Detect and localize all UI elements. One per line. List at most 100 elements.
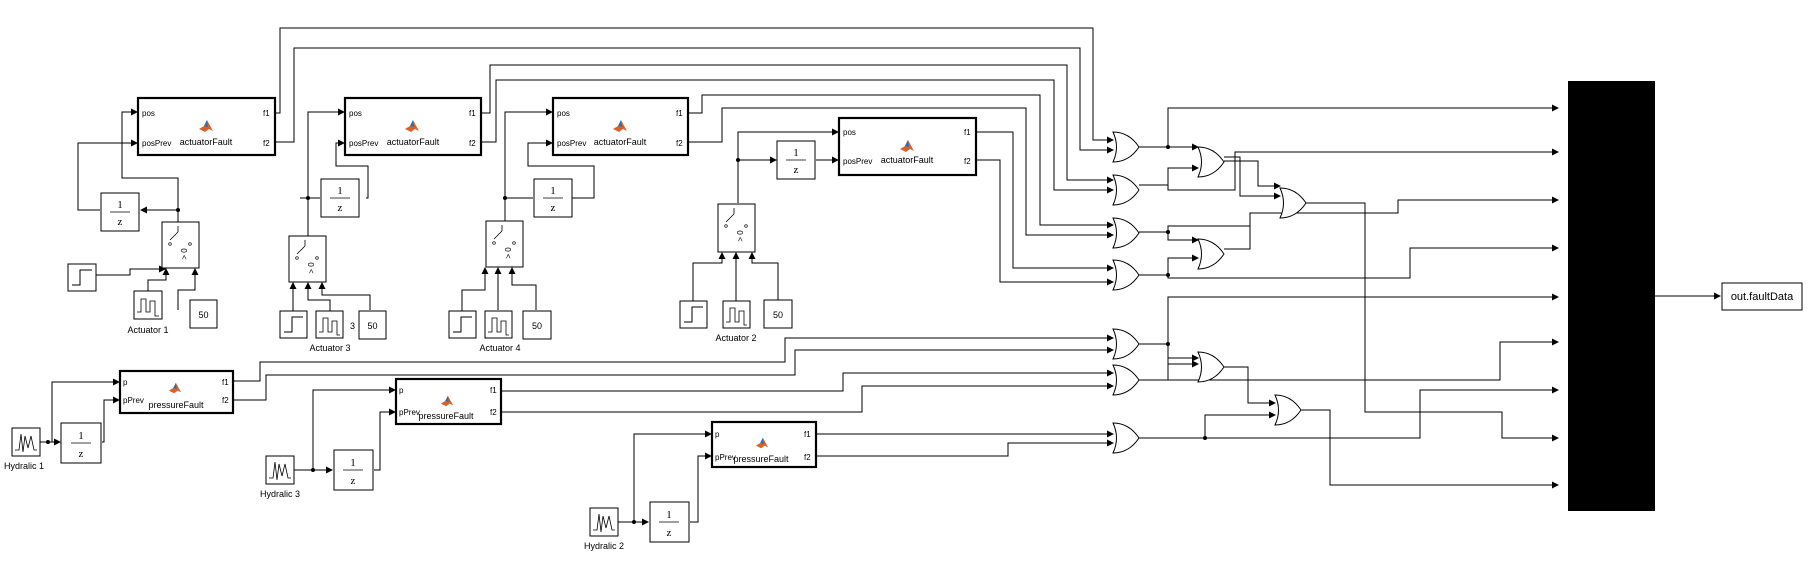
or-gate-6[interactable] — [1197, 238, 1225, 270]
constant-text: 50 — [198, 310, 208, 320]
output-block[interactable]: out.faultData — [1721, 282, 1803, 311]
unit-delay-h1[interactable]: 1 z — [60, 422, 102, 464]
delay-denominator: z — [351, 475, 356, 487]
switch-threshold: > 0 — [180, 248, 189, 260]
port-posprev: posPrev — [142, 139, 171, 148]
port-pprev: pPrev — [715, 453, 736, 462]
or-gate-5[interactable] — [1197, 146, 1225, 178]
switch-threshold: > 0 — [736, 230, 745, 242]
port-f2: f2 — [263, 139, 270, 148]
or-gate-12[interactable] — [1112, 422, 1140, 454]
switch-block-a1[interactable]: > 0 — [161, 221, 200, 269]
port-f1: f1 — [469, 109, 476, 118]
or-gate-8[interactable] — [1112, 328, 1140, 360]
port-f2: f2 — [469, 139, 476, 148]
unit-delay-a4[interactable]: 1 z — [533, 178, 573, 218]
port-f1: f1 — [676, 109, 683, 118]
port-f1: f1 — [222, 378, 229, 387]
constant-a4[interactable]: 50 — [522, 310, 552, 340]
step-source-a4[interactable] — [448, 310, 477, 339]
switch-block-a3[interactable]: > 0 — [288, 235, 327, 283]
actuator-fault-block-2[interactable]: pos posPrev f1 f2 actuatorFault — [837, 116, 978, 177]
delay-numerator: 1 — [350, 457, 356, 469]
switch-threshold: > 0 — [307, 262, 316, 274]
function-name: actuatorFault — [881, 155, 934, 165]
step-source-a1[interactable] — [67, 263, 97, 292]
port-f2: f2 — [676, 139, 683, 148]
delay-numerator: 1 — [793, 147, 799, 159]
function-name: actuatorFault — [180, 137, 233, 147]
port-pos: pos — [142, 109, 155, 118]
function-name: actuatorFault — [594, 137, 647, 147]
signal-source-hydralic-2[interactable] — [589, 507, 619, 537]
constant-a2[interactable]: 50 — [763, 299, 793, 329]
label-hydralic-3: Hydralic 3 — [260, 489, 300, 499]
delay-denominator: z — [79, 448, 84, 460]
unit-delay-a2[interactable]: 1 z — [776, 140, 816, 180]
unit-delay-h3[interactable]: 1 z — [333, 449, 374, 491]
signal-source-actuator-3[interactable] — [315, 310, 344, 339]
switch-block-a4[interactable]: > 0 — [485, 220, 524, 268]
stray-label: 3 — [350, 321, 355, 331]
function-name: pressureFault — [148, 400, 204, 410]
delay-numerator: 1 — [550, 185, 556, 197]
label-actuator-3: Actuator 3 — [309, 343, 350, 353]
delay-denominator: z — [794, 164, 799, 176]
actuator-fault-block-3[interactable]: pos posPrev f1 f2 actuatorFault — [343, 96, 483, 157]
step-source-a2[interactable] — [679, 300, 708, 329]
port-f2: f2 — [804, 453, 811, 462]
actuator-fault-block-4[interactable]: pos posPrev f1 f2 actuatorFault — [551, 96, 690, 157]
or-gate-10[interactable] — [1197, 351, 1225, 383]
or-gate-2[interactable] — [1112, 174, 1140, 206]
mux-block[interactable] — [1568, 81, 1655, 511]
constant-a1[interactable]: 50 — [189, 299, 218, 329]
constant-a3[interactable]: 50 — [358, 310, 387, 340]
unit-delay-a1[interactable]: 1 z — [100, 192, 140, 232]
switch-threshold: > 0 — [504, 247, 513, 259]
switch-block-a2[interactable]: > 0 — [717, 203, 756, 253]
function-name: pressureFault — [418, 411, 474, 421]
pressure-fault-block-2[interactable]: p pPrev f1 f2 pressureFault — [710, 420, 818, 469]
delay-denominator: z — [667, 527, 672, 539]
function-name: actuatorFault — [387, 137, 440, 147]
port-posprev: posPrev — [349, 139, 378, 148]
step-source-a3[interactable] — [279, 310, 308, 339]
port-posprev: posPrev — [557, 139, 586, 148]
or-gate-1[interactable] — [1112, 131, 1140, 163]
signal-source-actuator-1[interactable] — [133, 290, 163, 320]
signal-source-actuator-2[interactable] — [722, 300, 751, 329]
delay-numerator: 1 — [78, 430, 84, 442]
constant-text: 50 — [532, 321, 542, 331]
constant-text: 50 — [367, 321, 377, 331]
port-f2: f2 — [964, 157, 971, 166]
port-pprev: pPrev — [123, 396, 144, 405]
or-gate-3[interactable] — [1112, 217, 1140, 249]
port-posprev: posPrev — [843, 157, 872, 166]
signal-wires — [40, 27, 1721, 526]
port-f1: f1 — [490, 386, 497, 395]
pressure-fault-block-3[interactable]: p pPrev f1 f2 pressureFault — [394, 377, 503, 426]
or-gate-9[interactable] — [1112, 364, 1140, 396]
constant-text: 50 — [773, 310, 783, 320]
delay-numerator: 1 — [666, 509, 672, 521]
port-f1: f1 — [964, 128, 971, 137]
unit-delay-a3[interactable]: 1 z — [320, 178, 360, 218]
delay-denominator: z — [118, 216, 123, 228]
port-p: p — [123, 378, 128, 387]
function-name: pressureFault — [733, 454, 789, 464]
delay-numerator: 1 — [117, 199, 123, 211]
pressure-fault-block-1[interactable]: p pPrev f1 f2 pressureFault — [118, 369, 235, 415]
port-f2: f2 — [490, 408, 497, 417]
unit-delay-h2[interactable]: 1 z — [649, 501, 690, 543]
or-gate-4[interactable] — [1112, 259, 1140, 291]
port-pos: pos — [557, 109, 570, 118]
actuator-fault-block-1[interactable]: pos posPrev f1 f2 actuatorFault — [136, 96, 277, 157]
port-p: p — [715, 430, 720, 439]
signal-source-actuator-4[interactable] — [484, 310, 513, 339]
label-actuator-1: Actuator 1 — [127, 325, 168, 335]
port-pos: pos — [349, 109, 362, 118]
or-gate-11[interactable] — [1274, 394, 1302, 426]
signal-source-hydralic-1[interactable] — [11, 427, 41, 457]
signal-source-hydralic-3[interactable] — [265, 455, 295, 485]
